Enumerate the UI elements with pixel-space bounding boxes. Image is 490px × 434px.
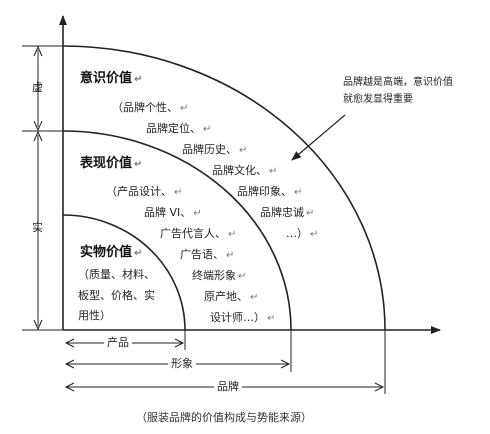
bottom-axis-brand-label: 品牌 <box>214 381 242 392</box>
left-axis-real-label: 实 <box>32 221 43 234</box>
inner-line-1: （质量、材料、 <box>78 268 155 281</box>
inner-line-3: 用性） <box>78 309 111 322</box>
inner-line-2: 板型、价格、实 <box>78 289 155 302</box>
middle-item-7: 设计师…）↵ <box>210 311 276 324</box>
paragraph-mark: ↵ <box>134 74 143 85</box>
diagram-caption: （服装品牌的价值构成与势能来源） <box>136 411 312 424</box>
inner-arc <box>62 214 186 331</box>
outer-item-4: 品牌文化、↵ <box>212 164 278 177</box>
annotation-line-2: 就愈发显得重要 <box>343 94 413 105</box>
left-axis-virtual-label: 虚 <box>32 81 43 94</box>
outer-item-3: 品牌历史、↵ <box>182 143 248 156</box>
outer-section-title: 意识价值↵ <box>80 71 143 86</box>
outer-item-1: （品牌个性、↵ <box>112 101 189 114</box>
outer-item-5: 品牌印象、↵ <box>237 185 303 198</box>
middle-item-4: 广告语、↵ <box>180 248 235 261</box>
outer-arc <box>62 45 386 331</box>
middle-item-3: 广告代言人、↵ <box>160 227 237 240</box>
annotation-line-1: 品牌越是高端，意识价值 <box>343 77 453 88</box>
bottom-axis-product-label: 产品 <box>104 337 132 348</box>
middle-arc <box>62 130 292 331</box>
middle-item-6: 原产地、↵ <box>204 290 259 303</box>
outer-item-7: …）↵ <box>286 227 319 240</box>
middle-section-title: 表现价值↵ <box>80 156 143 171</box>
middle-item-5: 终端形象↵ <box>192 269 247 282</box>
inner-section-title: 实物价值↵ <box>80 245 143 260</box>
middle-item-1: （产品设计、↵ <box>106 185 183 198</box>
bottom-axis-image-label: 形象 <box>168 358 196 369</box>
annotation-arrow <box>291 114 346 161</box>
outer-item-2: 品牌定位、↵ <box>146 122 212 135</box>
middle-item-2: 品牌 VI、↵ <box>144 206 202 219</box>
outer-item-6: 品牌忠诚↵ <box>260 206 315 219</box>
